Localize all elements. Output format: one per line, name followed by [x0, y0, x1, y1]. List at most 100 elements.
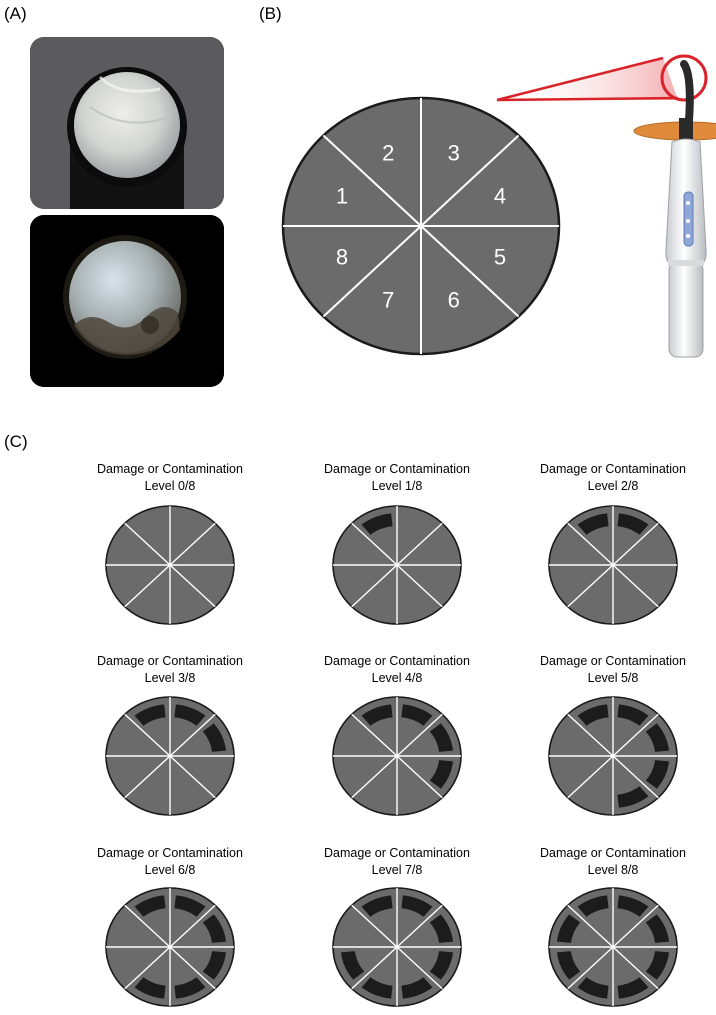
- level-caption-title: Damage or Contamination: [324, 846, 470, 860]
- sector-number-3: 3: [448, 141, 460, 166]
- damage-level-disc-2: [548, 505, 678, 625]
- sector-divider: [351, 713, 398, 757]
- damage-level-disc-0: [105, 505, 235, 625]
- sector-divider: [420, 225, 520, 318]
- level-caption-title: Damage or Contamination: [97, 462, 243, 476]
- damage-mark-sector-4: [645, 723, 670, 752]
- damage-mark-sector-4: [202, 723, 227, 752]
- zoom-beam: [496, 54, 708, 102]
- damage-mark-sector-3: [617, 513, 649, 535]
- sector-divider: [612, 946, 659, 990]
- sector-number-2: 2: [382, 141, 394, 166]
- level-caption-value: Level 7/8: [371, 863, 423, 877]
- damage-mark-sector-2: [361, 895, 393, 917]
- damage-mark-sector-1: [556, 914, 581, 943]
- sector-divider: [396, 904, 443, 948]
- damage-level-disc-5: [548, 696, 678, 816]
- sector-divider: [124, 755, 171, 799]
- damage-mark-sector-8: [556, 951, 581, 980]
- sector-divider: [567, 522, 614, 566]
- damage-level-disc-4: [332, 696, 462, 816]
- sector-divider: [612, 564, 659, 608]
- damage-mark-sector-7: [577, 977, 609, 999]
- curing-light-device: [633, 60, 716, 358]
- sector-divider: [322, 134, 422, 227]
- panel-label-b: (B): [259, 4, 282, 23]
- sector-divider: [567, 564, 614, 608]
- damage-mark-sector-3: [401, 704, 433, 726]
- level-caption-value: Level 0/8: [144, 479, 196, 493]
- sector-divider: [612, 904, 659, 948]
- damage-mark-sector-6: [174, 977, 206, 999]
- sector-divider: [351, 564, 398, 608]
- sector-divider: [420, 134, 520, 227]
- level-caption-value: Level 3/8: [144, 671, 196, 685]
- damage-mark-sector-3: [174, 895, 206, 917]
- sector-divider: [169, 713, 216, 757]
- damage-mark-sector-3: [174, 704, 206, 726]
- sector-divider: [351, 904, 398, 948]
- damage-mark-sector-4: [429, 723, 454, 752]
- damage-level-disc-1: [332, 505, 462, 625]
- sector-divider: [351, 946, 398, 990]
- sector-divider: [567, 904, 614, 948]
- level-caption-value: Level 2/8: [587, 479, 639, 493]
- damage-level-disc-7: [332, 887, 462, 1007]
- level-caption-title: Damage or Contamination: [324, 462, 470, 476]
- sector-divider: [169, 755, 216, 799]
- damage-mark-sector-4: [202, 914, 227, 943]
- light-guide-tip-photo-bottom: [30, 215, 224, 387]
- sector-divider: [612, 713, 659, 757]
- level-caption-title: Damage or Contamination: [540, 654, 686, 668]
- sector-divider: [612, 755, 659, 799]
- damage-level-disc-8: [548, 887, 678, 1007]
- sector-divider: [322, 225, 422, 318]
- control-buttons: [683, 191, 694, 247]
- level-caption-title: Damage or Contamination: [97, 654, 243, 668]
- level-caption-value: Level 8/8: [587, 863, 639, 877]
- level-caption-value: Level 1/8: [371, 479, 423, 493]
- sector-divider: [169, 522, 216, 566]
- damage-mark-sector-3: [401, 895, 433, 917]
- damage-mark-sector-5: [645, 760, 670, 789]
- level-caption-title: Damage or Contamination: [540, 846, 686, 860]
- sector-number-7: 7: [382, 287, 394, 312]
- tip-photo-bottom-image: [30, 215, 224, 387]
- level-caption-value: Level 5/8: [587, 671, 639, 685]
- sector-number-8: 8: [336, 244, 348, 269]
- damage-mark-sector-8: [340, 951, 365, 980]
- damage-mark-sector-2: [134, 895, 166, 917]
- sector-divider: [351, 522, 398, 566]
- damage-mark-sector-7: [361, 977, 393, 999]
- damage-mark-sector-6: [401, 977, 433, 999]
- sector-number-4: 4: [494, 184, 506, 209]
- sector-divider: [124, 713, 171, 757]
- sector-divider: [124, 904, 171, 948]
- damage-mark-sector-2: [134, 704, 166, 726]
- panel-label-a: (A): [4, 4, 27, 23]
- panel-label-c: (C): [4, 432, 28, 451]
- level-caption-value: Level 4/8: [371, 671, 423, 685]
- sector-divider: [396, 522, 443, 566]
- sector-number-6: 6: [448, 287, 460, 312]
- light-guide-tip-photo-top: [30, 37, 224, 209]
- damage-mark-sector-5: [202, 951, 227, 980]
- damage-level-disc-6: [105, 887, 235, 1007]
- damage-mark-sector-2: [577, 513, 609, 535]
- damage-mark-sector-4: [645, 914, 670, 943]
- damage-mark-sector-6: [617, 977, 649, 999]
- sector-number-1: 1: [336, 184, 348, 209]
- sector-divider: [567, 713, 614, 757]
- damage-mark-sector-2: [361, 513, 393, 535]
- damage-mark-sector-2: [361, 704, 393, 726]
- damage-mark-sector-4: [429, 914, 454, 943]
- sector-divider: [124, 522, 171, 566]
